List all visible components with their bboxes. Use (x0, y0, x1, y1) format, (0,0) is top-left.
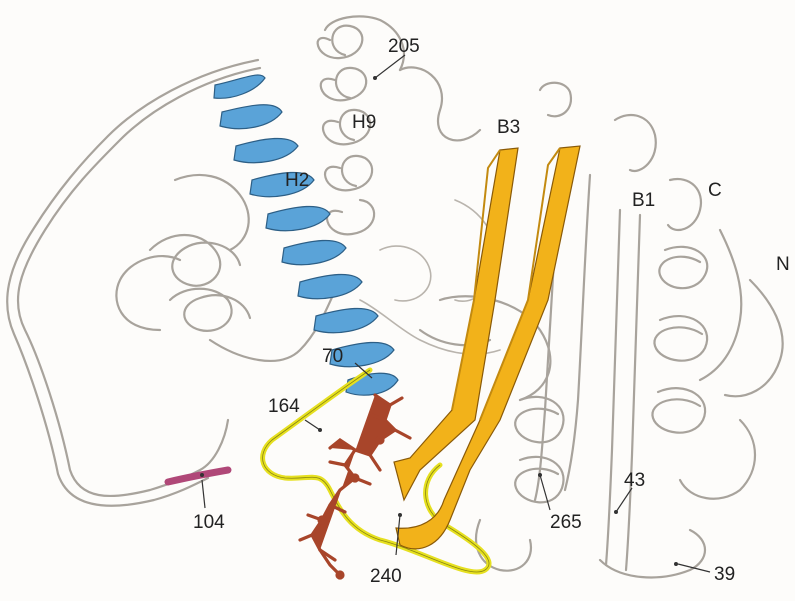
ligand (300, 395, 410, 578)
leader-164 (305, 420, 320, 430)
label-residue-240: 240 (370, 566, 402, 587)
label-residue-39: 39 (714, 564, 735, 585)
label-strand-b1: B1 (632, 190, 655, 211)
label-n-terminus: N (776, 254, 790, 275)
leader-104 (202, 480, 205, 508)
label-residue-70: 70 (322, 346, 343, 367)
label-strand-b3: B3 (497, 117, 520, 138)
backbone-ribbon (7, 16, 782, 577)
strand-b3 (394, 146, 580, 549)
leader-39 (678, 564, 710, 572)
label-residue-205: 205 (388, 36, 420, 57)
label-residue-265: 265 (550, 512, 582, 533)
label-residue-164: 164 (268, 396, 300, 417)
label-helix-h2: H2 (285, 170, 309, 191)
label-helix-h9: H9 (352, 112, 376, 133)
label-c-terminus: C (708, 180, 722, 201)
leader-265 (540, 475, 550, 510)
label-residue-104: 104 (193, 512, 225, 533)
label-residue-43: 43 (624, 470, 645, 491)
